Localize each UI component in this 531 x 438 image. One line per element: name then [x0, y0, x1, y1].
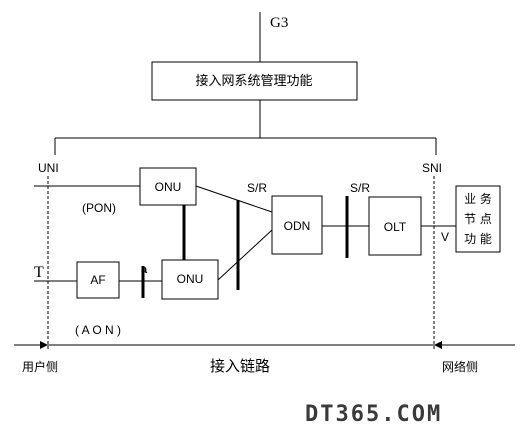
watermark: DT365.COM: [305, 402, 442, 427]
uni-label: UNI: [38, 161, 59, 175]
af-label: AF: [90, 273, 105, 287]
onu-top-to-odn: [195, 185, 273, 213]
service-node-line-1: 业 务: [464, 191, 492, 206]
access-link-arrowhead-right: [434, 341, 442, 349]
management-function-box: [151, 61, 358, 101]
network-side-label: 网络侧: [442, 359, 478, 374]
pon-label: (PON): [82, 201, 116, 215]
g3-label: G3: [270, 15, 288, 31]
sr-left-label: S/R: [247, 181, 267, 195]
access-link-arrowhead-left: [40, 341, 48, 349]
service-node-box: [455, 185, 501, 253]
sni-label: SNI: [422, 161, 442, 175]
t-label: T: [34, 264, 44, 281]
onu-bottom-label: ONU: [177, 272, 204, 286]
management-function-label: 接入网系统管理功能: [195, 73, 312, 89]
service-node-line-2: 节 点: [464, 212, 492, 226]
user-side-label: 用户侧: [22, 359, 58, 374]
a-label: a: [141, 264, 148, 276]
onu-bottom-to-odn: [217, 229, 273, 281]
af-box: [76, 261, 120, 299]
access-link-label: 接入链路: [210, 357, 270, 375]
onu-top-box: [139, 167, 197, 206]
onu-top-label: ONU: [155, 180, 182, 194]
odn-box: [271, 195, 323, 255]
service-node-line-3: 功 能: [464, 232, 492, 246]
olt-label: OLT: [384, 220, 407, 234]
aon-label: ( A O N ): [75, 323, 121, 337]
v-label: V: [441, 230, 449, 244]
odn-label: ODN: [284, 219, 311, 233]
sr-right-label: S/R: [350, 181, 370, 195]
